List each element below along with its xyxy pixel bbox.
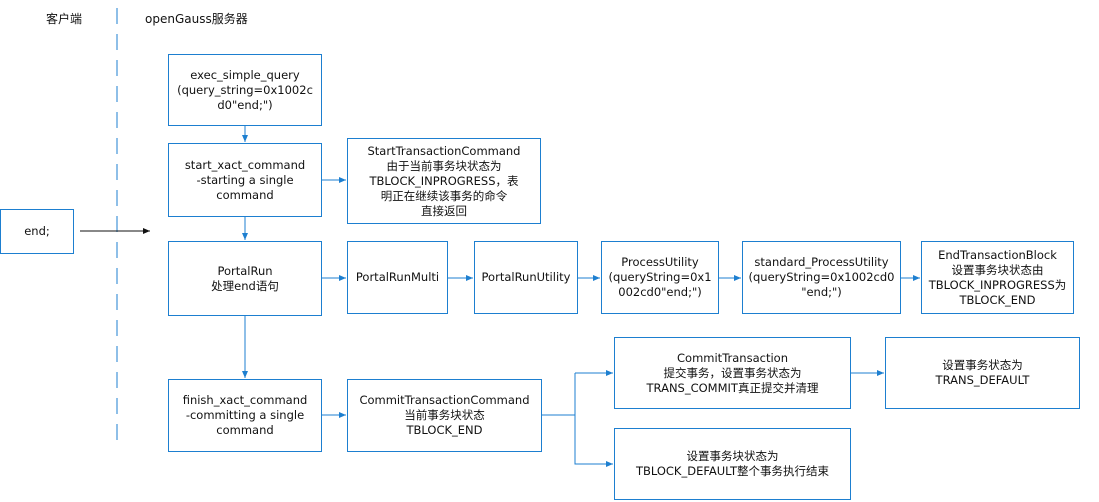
standard-process-utility-box: standard_ProcessUtility (queryString=0x1… [742, 241, 901, 314]
end-transaction-block-line: EndTransactionBlock [938, 247, 1057, 262]
start-transaction-command-line: TBLOCK_INPROGRESS，表 [369, 173, 519, 188]
standard-process-utility-line: "end;") [801, 285, 842, 299]
finish-xact-command-box: finish_xact_command -committing a single… [168, 379, 322, 452]
set-tblock-default-line: TBLOCK_DEFAULT整个事务执行结束 [635, 464, 830, 478]
client-input-text: end; [24, 224, 50, 238]
commit-transaction-line: CommitTransaction [677, 350, 788, 365]
start-transaction-command-line: 由于当前事务块状态为 [386, 158, 502, 173]
finish-xact-command-line: -committing a single [185, 408, 305, 422]
exec-simple-query-line: (query_string=0x1002c [177, 82, 313, 97]
process-utility-line: 002cd0"end;") [618, 285, 702, 299]
start-xact-command-line: command [216, 187, 274, 202]
exec-simple-query-line: d0"end;") [217, 97, 273, 112]
start-xact-command-box: start_xact_command -starting a single co… [168, 143, 322, 217]
standard-process-utility-line: (queryString=0x1002cd0 [748, 270, 895, 284]
commit-transaction-command-line: CommitTransactionCommand [359, 393, 530, 407]
portal-run-multi-line: PortalRunMulti [355, 270, 440, 284]
portal-run-utility-line: PortalRunUtility [481, 270, 571, 284]
commit-transaction-box: CommitTransaction 提交事务，设置事务状态为 TRANS_COM… [614, 337, 851, 409]
commit-transaction-line: TRANS_COMMIT真正提交并清理 [646, 380, 819, 395]
standard-process-utility-line: standard_ProcessUtility [754, 255, 889, 269]
commit-transaction-command-box: CommitTransactionCommand 当前事务块状态 TBLOCK_… [347, 379, 542, 452]
set-trans-default-line: TRANS_DEFAULT [935, 373, 1030, 387]
portal-run-utility-box: PortalRunUtility [474, 241, 578, 314]
start-xact-command-line: start_xact_command [184, 157, 306, 172]
server-header: openGauss服务器 [145, 12, 248, 26]
end-transaction-block-line: TBLOCK_END [959, 292, 1036, 307]
end-transaction-block-line: 设置事务块状态由 [951, 262, 1044, 277]
process-utility-box: ProcessUtility (queryString=0x1 002cd0"e… [601, 241, 719, 314]
client-end-box: end; [0, 209, 74, 254]
portal-run-line: 处理end语句 [211, 278, 279, 293]
arrow-to-set-tblock-default [574, 415, 613, 467]
commit-transaction-command-line: TBLOCK_END [406, 423, 483, 437]
exec-simple-query-line: exec_simple_query [190, 67, 300, 82]
start-transaction-command-line: 明正在继续该事务的命令 [380, 188, 508, 203]
commit-transaction-command-line: 当前事务块状态 [404, 408, 485, 422]
end-transaction-block-box: EndTransactionBlock 设置事务块状态由 TBLOCK_INPR… [921, 241, 1074, 314]
set-trans-default-box: 设置事务状态为 TRANS_DEFAULT [885, 337, 1080, 409]
finish-xact-command-line: finish_xact_command [182, 393, 308, 407]
start-transaction-command-line: 直接返回 [421, 203, 467, 218]
portal-run-multi-box: PortalRunMulti [347, 241, 448, 314]
process-utility-line: (queryString=0x1 [608, 270, 712, 284]
exec-simple-query-box: exec_simple_query (query_string=0x1002c … [168, 54, 322, 126]
commit-transaction-line: 提交事务，设置事务状态为 [663, 365, 802, 380]
start-xact-command-line: -starting a single [196, 172, 294, 187]
process-utility-line: ProcessUtility [621, 255, 699, 269]
finish-xact-command-line: command [216, 423, 274, 437]
end-transaction-block-line: TBLOCK_INPROGRESS为 [928, 277, 1067, 292]
start-transaction-command-line: StartTransactionCommand [367, 143, 521, 158]
set-tblock-default-box: 设置事务块状态为 TBLOCK_DEFAULT整个事务执行结束 [614, 428, 851, 500]
start-transaction-command-box: StartTransactionCommand 由于当前事务块状态为 TBLOC… [347, 138, 541, 224]
connector-commitcmd-branch [542, 373, 576, 416]
set-tblock-default-line: 设置事务块状态为 [686, 449, 779, 463]
set-trans-default-line: 设置事务状态为 [942, 358, 1023, 372]
client-header: 客户端 [46, 12, 83, 26]
portal-run-box: PortalRun 处理end语句 [168, 241, 322, 316]
portal-run-line: PortalRun [217, 263, 273, 278]
